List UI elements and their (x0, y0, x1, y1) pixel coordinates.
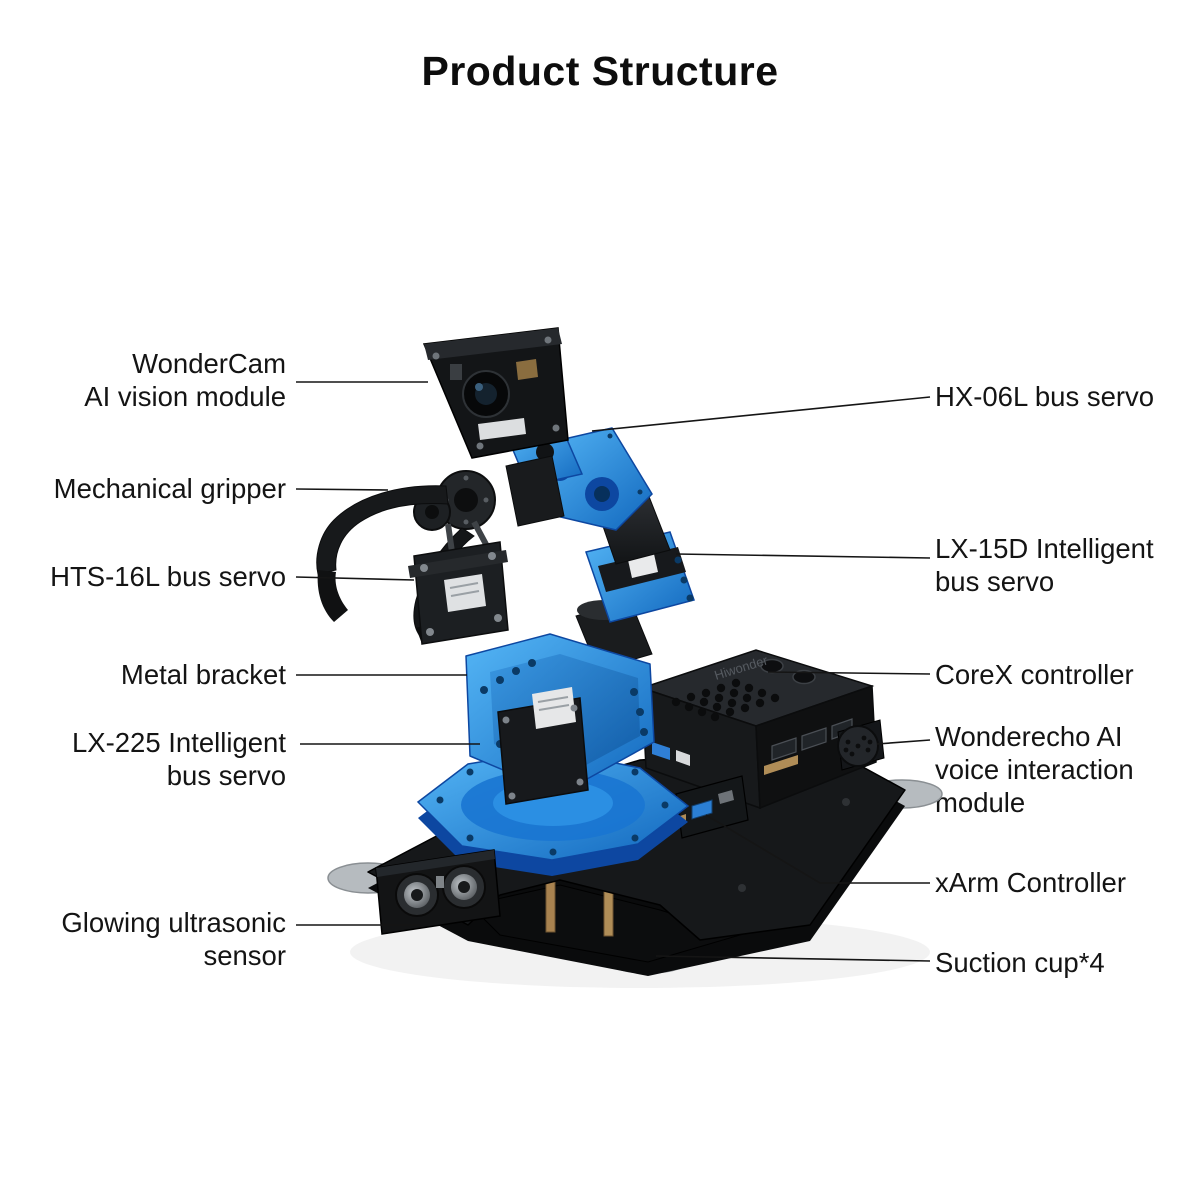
hts-16l-servo (408, 541, 509, 645)
leader-mechanical-gripper (295, 488, 389, 491)
label-mechanical-gripper: Mechanical gripper (53, 473, 286, 504)
label-hx-06l-bus-servo: HX-06L bus servo (935, 381, 1155, 412)
controller-buttons (760, 658, 816, 685)
lx-225-servo (497, 687, 589, 805)
corex-controller: Hiwonder (639, 649, 877, 810)
controller-ports (652, 718, 853, 775)
wonderecho-module (837, 719, 885, 771)
label-suction-cup: Suction cup*4 (935, 947, 1105, 978)
leader-corex (767, 671, 931, 675)
leader-suction-cup (655, 955, 931, 962)
label-hts-16l-bus-servo: HTS-16L bus servo (50, 561, 286, 592)
leader-hx-06l (591, 396, 931, 432)
mechanical-gripper (316, 455, 565, 645)
ultrasonic-eye-left (395, 873, 439, 917)
label-metal-bracket: Metal bracket (120, 659, 286, 690)
label-xarm-controller: xArm Controller (935, 867, 1127, 898)
page-title: Product Structure (421, 48, 779, 94)
label-glowing-ultrasonic-sensor: Glowing ultrasonic sensor (61, 907, 286, 971)
speaker-grille (671, 678, 780, 722)
leader-lx-15d (675, 553, 931, 559)
leader-wonderecho (876, 739, 931, 745)
label-wondercam-ai-vision-module: WonderCam AI vision module (84, 348, 286, 412)
label-wonderecho-module: Wonderecho AI voice interaction module (935, 721, 1134, 818)
ultrasonic-eye-right (442, 865, 486, 909)
label-lx-225-bus-servo: LX-225 Intelligent bus servo (71, 727, 286, 791)
label-lx-15d-bus-servo: LX-15D Intelligent bus servo (935, 533, 1154, 597)
leader-xarm-controller (705, 814, 930, 884)
leader-hts-16l (295, 576, 415, 581)
wondercam-module (422, 327, 569, 459)
leader-lines (295, 381, 931, 962)
label-corex-controller: CoreX controller (935, 659, 1134, 690)
ultrasonic-sensor (375, 849, 501, 935)
